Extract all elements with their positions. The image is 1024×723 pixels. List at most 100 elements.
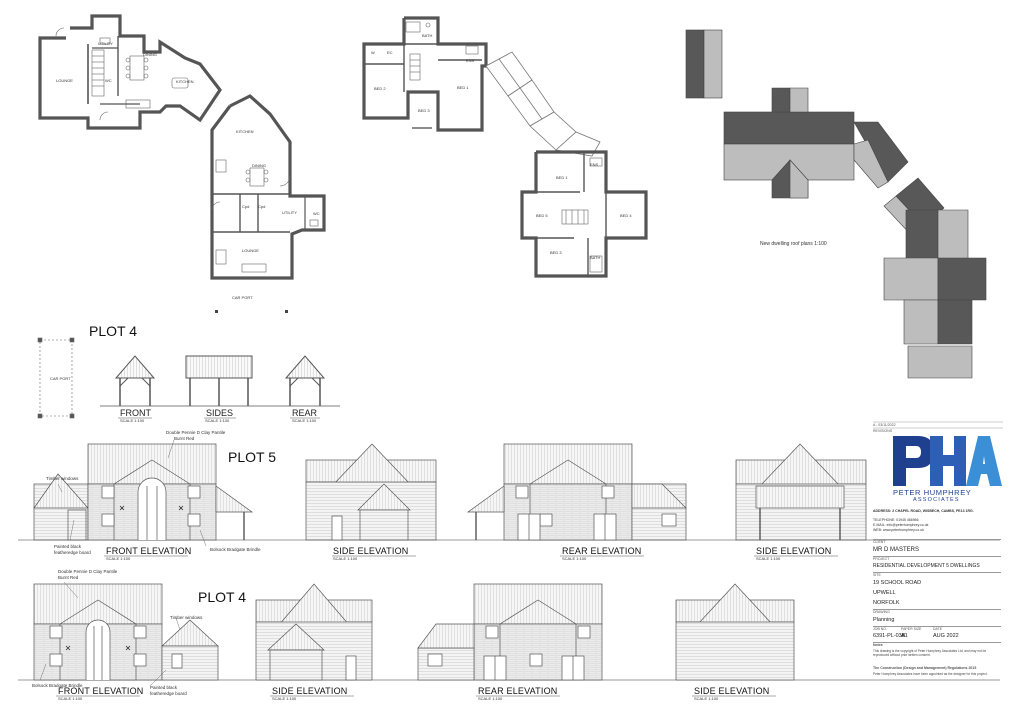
plot4-side-elevation-1: [255, 583, 373, 681]
carport-view-scale: SCALE 1:100: [120, 418, 145, 423]
date-label: DATE: [933, 627, 943, 631]
company-web: WEB: www.peterhumphrey.co.uk: [873, 528, 924, 532]
plan-plot4-ground: [210, 94, 326, 280]
site-line: NORFOLK: [873, 600, 900, 606]
annotation-brick: Bolsock Bradgate Brindle: [210, 547, 261, 552]
plot5-title: PLOT 5: [228, 449, 276, 465]
elevation-title: SIDE ELEVATION: [694, 686, 770, 696]
job-label: JOB NO.: [873, 627, 888, 631]
roof-plan-caption: New dwelling roof plans 1:100: [760, 241, 827, 247]
elevation-scale: SCALE 1:100: [272, 696, 297, 701]
date-value: AUG 2022: [933, 633, 959, 639]
plot5-front-elevation: [33, 443, 254, 541]
elevation-title: REAR ELEVATION: [478, 686, 558, 696]
title-block: A - 03/11/2022 REVISIONS PETER HUMPHREY …: [873, 415, 1003, 715]
plot5-annotation-leaders: [57, 439, 207, 547]
elevation-scale: SCALE 1:100: [478, 696, 503, 701]
annotation-roof-colour: Burnt Red: [58, 575, 79, 580]
carport-plan: [37, 337, 75, 419]
annotation-board: Painted black: [150, 685, 178, 690]
revision-entry: A - 03/11/2022: [873, 423, 896, 427]
elevation-scale: SCALE 1:100: [562, 556, 587, 561]
titleblock-frame: [873, 421, 1003, 429]
plot4-annotation-leaders: [39, 581, 181, 687]
elevation-scale: SCALE 1:100: [58, 696, 83, 701]
elevation-title: SIDE ELEVATION: [333, 546, 409, 556]
drawing-label: DRAWING: [873, 610, 890, 614]
carport-view-title: FRONT: [120, 408, 151, 418]
cdm-text: Peter Humphrey Associates have been appo…: [873, 672, 988, 676]
elevation-title: SIDE ELEVATION: [756, 546, 832, 556]
cdm-label: The Construction (Design and Management)…: [873, 666, 977, 670]
room-label: UTILITY: [98, 41, 113, 46]
plot5-rear-elevation: [466, 443, 687, 541]
notes-text: This drawing is the copyright of Peter H…: [873, 649, 987, 657]
plan-plot4-ground-fittings: [211, 159, 319, 273]
plot4-front-elevation: [33, 583, 219, 681]
room-label: UTILITY: [282, 210, 297, 215]
roof-plans: [685, 29, 987, 379]
annotation-board-2: featheredge board: [150, 691, 187, 696]
plot4-rear-elevation: [417, 583, 603, 681]
room-label: KITCHEN: [176, 79, 194, 84]
annotation-timber: Timber windows: [46, 476, 79, 481]
elevation-scale: SCALE 1:100: [333, 556, 358, 561]
company-address: ADDRESS: 2 CHAPEL ROAD, WISBECH, CAMBS, …: [873, 509, 974, 513]
elevation-scale: SCALE 1:100: [106, 556, 131, 561]
company-email: E-MAIL: info@peterhumphrey.co.uk: [873, 523, 929, 527]
plot5-side-elevation-1: [305, 443, 437, 541]
room-label: BED 2: [374, 86, 386, 91]
plan-plot5-first-fittings: [405, 21, 479, 129]
annotation-roof: Double Pennie D Clay Pantile: [58, 569, 118, 574]
annotation-brick: Bolsock Bradgate Brindle: [32, 683, 83, 688]
carport-side-label: CAR PORT: [50, 376, 71, 381]
plan-plot4-first: [520, 150, 648, 278]
elevation-title: FRONT ELEVATION: [106, 546, 192, 556]
drawing-value: Planning: [873, 617, 895, 623]
room-label: BED 5: [536, 213, 548, 218]
carport-view-title: SIDES: [206, 408, 234, 418]
project-value: RESIDENTIAL DEVELOPMENT 5 DWELLINGS: [873, 563, 980, 569]
client-label: CLIENT: [873, 540, 886, 544]
car-port-label: CAR PORT: [232, 295, 253, 300]
room-label: BATH: [590, 255, 601, 260]
room-label: WC: [313, 211, 320, 216]
room-label: WC: [105, 78, 112, 83]
plan-link-roof: [485, 51, 601, 157]
client-value: MR D MASTERS: [873, 547, 920, 553]
plot4-title: PLOT 4: [198, 589, 246, 605]
carport-plot-title: PLOT 4: [89, 323, 137, 339]
room-label: LOUNGE: [56, 78, 73, 83]
room-label: LOUNGE: [242, 248, 259, 253]
plot4-side-elevation-2: [675, 583, 795, 681]
site-label: SITE: [873, 573, 881, 577]
annotation-roof: Double Pennie D Clay Pantile: [166, 430, 226, 435]
room-label: BATH: [422, 33, 433, 38]
site-line: UPWELL: [873, 590, 896, 596]
room-label: BED 3: [418, 108, 430, 113]
room-label: ENS: [590, 162, 599, 167]
room-label: DINING: [252, 163, 266, 168]
plan-plot4-first-fittings: [561, 157, 603, 273]
company-telephone: TELEPHONE: 01945 466966: [873, 518, 919, 522]
room-label: W: [371, 50, 375, 55]
carport-view-title: REAR: [292, 408, 318, 418]
annotation-board-2: featheredge board: [54, 550, 91, 555]
elevation-title: SIDE ELEVATION: [272, 686, 348, 696]
paper-label: PAPER SIZE: [901, 627, 922, 631]
job-value: 6391-PL-03B: [873, 633, 906, 639]
room-label: BED 3: [550, 250, 562, 255]
site-line: 19 SCHOOL ROAD: [873, 580, 922, 586]
plan-plot5-ground-fittings: [55, 27, 189, 121]
elevation-title: FRONT ELEVATION: [58, 686, 144, 696]
annotation-timber: Timber windows: [170, 615, 203, 620]
revisions-label: REVISIONS: [873, 429, 893, 433]
company-subtitle: ASSOCIATES: [913, 497, 960, 503]
carport-view-scale: SCALE 1:100: [292, 418, 317, 423]
paper-value: A1: [901, 633, 908, 639]
project-label: PROJECT: [873, 557, 890, 561]
room-label: BED 1: [457, 85, 469, 90]
room-label: DINING: [143, 52, 157, 57]
elevation-scale: SCALE 1:100: [694, 696, 719, 701]
